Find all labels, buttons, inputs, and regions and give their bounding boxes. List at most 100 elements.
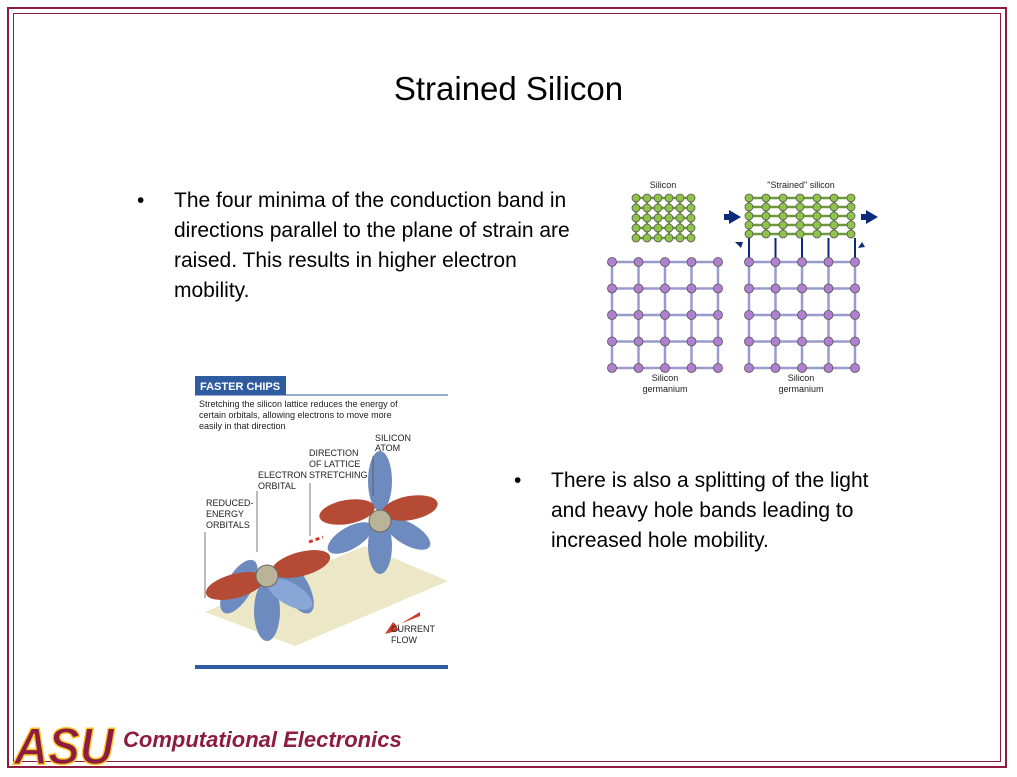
footer-label: Computational Electronics [123, 727, 402, 752]
strained-silicon-atom [778, 220, 788, 230]
sige-atom [607, 310, 617, 320]
arrow-right-icon [861, 210, 878, 224]
sige-atom [797, 363, 807, 373]
silicon-atom [642, 193, 652, 203]
sige-atom [823, 336, 834, 347]
strained-silicon-atom [744, 229, 754, 239]
orbital-right [319, 451, 438, 574]
strained-silicon-atom [829, 211, 839, 221]
label-silicon-atom-2: ATOM [375, 443, 400, 453]
caption-line-2: certain orbitals, allowing electrons to … [199, 410, 392, 420]
strained-silicon-atom [744, 193, 754, 203]
sige-atom [797, 336, 807, 347]
label-silicon: Silicon [650, 180, 677, 190]
sige-atom [686, 310, 697, 320]
figure-header-bar [195, 376, 286, 395]
sige-atom [713, 336, 723, 347]
sige-lattice-right [744, 257, 860, 373]
figure-header: FASTER CHIPS [200, 381, 280, 393]
sige-atom [770, 257, 781, 267]
silicon-atom [686, 233, 696, 243]
sige-atom [713, 257, 723, 267]
label-sige-silicon-right: Silicon [788, 373, 815, 383]
strained-silicon-atom [846, 229, 856, 239]
silicon-atom [675, 213, 685, 223]
bullet-glyph: • [514, 469, 522, 492]
strained-silicon-atom [829, 202, 839, 212]
sige-atom [744, 283, 754, 294]
current-flow-arrow-icon [385, 612, 420, 634]
sige-atom [686, 283, 697, 294]
sige-atom [770, 310, 781, 320]
sige-atom [823, 283, 834, 294]
silicon-atom [653, 193, 663, 203]
sige-atom [660, 363, 670, 373]
silicon-atom [642, 213, 652, 223]
sige-lattice-left [607, 257, 723, 373]
label-direction-3: STRETCHING [309, 470, 368, 480]
strained-silicon-atom [812, 211, 822, 221]
sige-atom [660, 257, 670, 267]
strained-silicon-atom [761, 229, 771, 239]
sige-atom [686, 257, 697, 267]
sige-atom [770, 363, 781, 373]
strained-silicon-atom [778, 202, 788, 212]
silicon-atom [675, 193, 685, 203]
strained-silicon-atom [795, 193, 805, 203]
caption-line-1: Stretching the silicon lattice reduces t… [199, 399, 398, 409]
arrow-left-icon [724, 210, 741, 224]
label-strained-silicon: "Strained" silicon [767, 180, 834, 190]
label-silicon-atom-1: SILICON [375, 433, 411, 443]
sige-atom [660, 336, 670, 347]
silicon-atom [686, 223, 696, 233]
strained-silicon-atom [829, 229, 839, 239]
asu-logo-text: ASU [12, 718, 115, 770]
faster-chips-figure: FASTER CHIPS Stretching the silicon latt… [195, 376, 448, 672]
silicon-atom [631, 223, 641, 233]
label-direction-1: DIRECTION [309, 448, 359, 458]
lattice-stretch-dash [308, 535, 324, 544]
sige-atom [744, 336, 754, 347]
caption-line-3: easily in that direction [199, 421, 286, 431]
sige-atom [797, 310, 807, 320]
strained-silicon-atom [812, 193, 822, 203]
strained-silicon-atom [761, 193, 771, 203]
arrow-down-right-icon [858, 242, 865, 248]
silicon-atom [653, 233, 663, 243]
silicon-atom [686, 213, 696, 223]
label-reduced-3: ORBITALS [206, 520, 250, 530]
strained-silicon-atom [778, 229, 788, 239]
sige-atom [713, 310, 723, 320]
silicon-atom [653, 213, 663, 223]
sige-atom [607, 257, 617, 267]
sige-atom [660, 283, 670, 294]
silicon-lattice-small [631, 193, 696, 243]
sige-atom [633, 336, 644, 347]
sige-atom [633, 363, 644, 373]
bullet-text: There is also a splitting of the light a… [551, 469, 869, 552]
silicon-atom [664, 213, 674, 223]
strained-silicon-atom [778, 211, 788, 221]
strained-silicon-atom [829, 193, 839, 203]
silicon-atom [631, 203, 641, 213]
silicon-atom [686, 193, 696, 203]
sige-atom [823, 257, 834, 267]
asu-logo: ASU [12, 718, 116, 770]
label-sige-silicon: Silicon [652, 373, 679, 383]
strained-silicon-atom [744, 202, 754, 212]
slide-frame-outer [7, 7, 1007, 768]
strained-silicon-atom [778, 193, 788, 203]
silicon-atom [675, 203, 685, 213]
silicon-atom [664, 223, 674, 233]
silicon-atom [631, 193, 641, 203]
strained-silicon-atom [846, 202, 856, 212]
label-current-2: FLOW [391, 635, 418, 645]
strained-silicon-atom [744, 211, 754, 221]
strained-silicon-atom [812, 229, 822, 239]
strained-silicon-atom [795, 229, 805, 239]
silicon-atom [631, 233, 641, 243]
sige-atom [686, 363, 697, 373]
strained-silicon-atom [795, 211, 805, 221]
strained-silicon-atom [846, 211, 856, 221]
silicon-atom [642, 223, 652, 233]
